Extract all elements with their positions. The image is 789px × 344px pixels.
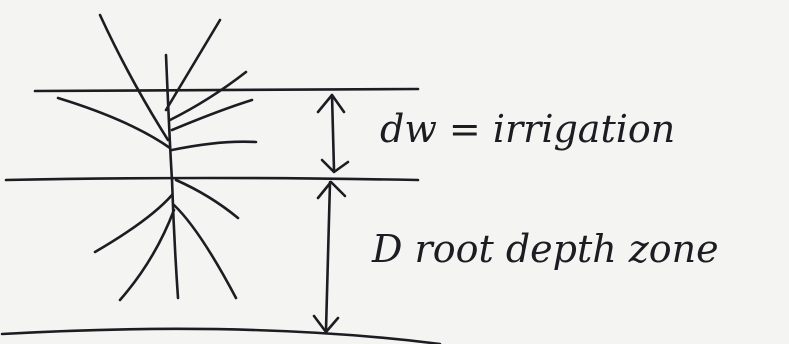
- arrowhead-up: [316, 93, 346, 114]
- ground-lines: [0, 87, 442, 344]
- plant-branch: [168, 70, 248, 122]
- plant-branch: [98, 13, 170, 142]
- top-line: [33, 87, 420, 93]
- plant-branch: [164, 18, 222, 112]
- arrowhead-up: [316, 180, 347, 200]
- depth-arrows: [312, 93, 350, 334]
- plant: [56, 13, 258, 302]
- plant-branch: [170, 140, 258, 152]
- plant-branch: [56, 96, 172, 150]
- irrigation-depth-arrow: [330, 93, 336, 172]
- arrowhead-down: [312, 314, 340, 334]
- root-zone-depth-arrow: [324, 180, 332, 332]
- root-zone-label: D root depth zone: [371, 227, 719, 271]
- root-zone-bottom-line: [0, 327, 442, 344]
- ground-surface-line: [4, 176, 420, 182]
- arrowhead-down: [320, 158, 350, 174]
- plant-root: [118, 208, 176, 302]
- plant-root: [93, 193, 174, 254]
- irrigation-label: dw = irrigation: [380, 107, 675, 151]
- plant-branch: [170, 98, 254, 132]
- plant-root: [174, 178, 240, 220]
- plant-root: [172, 203, 238, 300]
